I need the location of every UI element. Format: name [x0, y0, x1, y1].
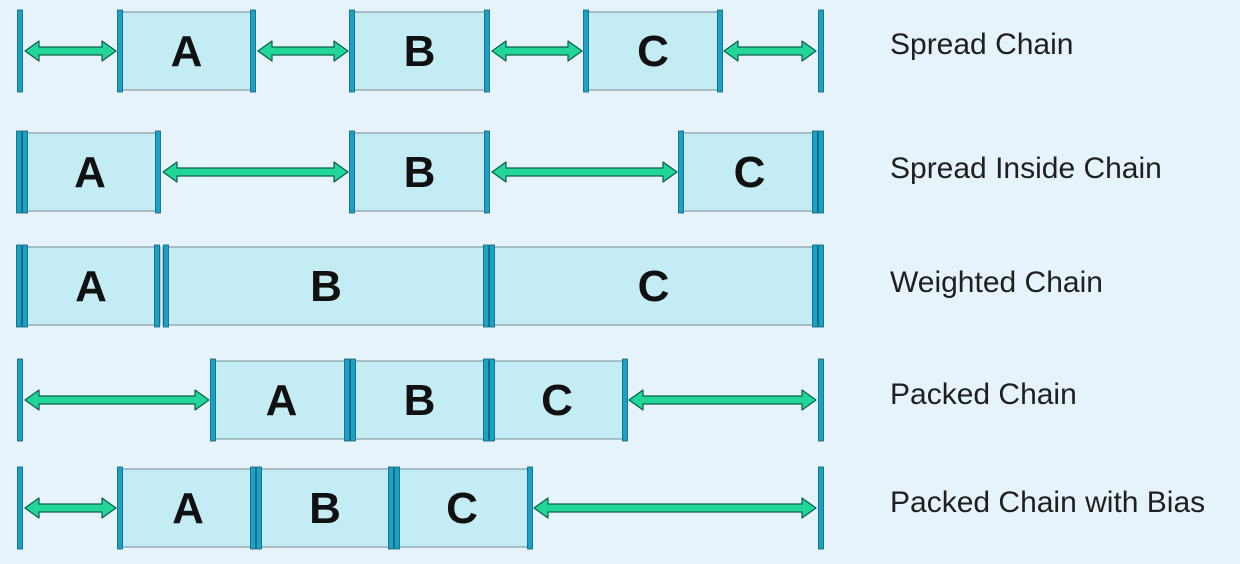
- anchor-bar-packed-0: [17, 358, 23, 442]
- widget-box-spread-a: [119, 11, 254, 91]
- anchor-bar-spread-4: [484, 9, 490, 93]
- spacing-arrow-packed-bias-0: [24, 497, 117, 519]
- row-label-packed-chain-with-bias: Packed Chain with Bias: [890, 486, 1206, 519]
- anchor-bar-weighted-6: [812, 244, 818, 328]
- anchor-bar-spread-2: [250, 9, 256, 93]
- widget-label-packed-a: A: [266, 376, 298, 425]
- widget-box-weighted-c: [488, 246, 819, 326]
- anchor-bar-packed-7: [818, 358, 824, 442]
- spacing-arrow-spread-1: [257, 40, 349, 62]
- anchor-bar-weighted-0: [16, 244, 22, 328]
- row-label-weighted-chain: Weighted Chain: [890, 266, 1103, 299]
- widget-label-spread-inside-c: C: [734, 148, 766, 197]
- row-label-spread-chain: Spread Chain: [890, 28, 1074, 61]
- widget-label-packed-b: B: [404, 376, 436, 425]
- widget-label-packed-bias-a: A: [172, 484, 204, 533]
- anchor-bar-spread-inside-0: [16, 130, 22, 214]
- anchor-bar-spread-6: [717, 9, 723, 93]
- spacing-arrow-spread-2: [491, 40, 583, 62]
- widget-box-spread-c: [585, 11, 721, 91]
- anchor-bar-packed-6: [622, 358, 628, 442]
- widget-box-spread-inside-a: [21, 132, 159, 212]
- anchor-bar-packed-2: [344, 358, 350, 442]
- anchor-bar-packed-bias-5: [394, 466, 400, 550]
- widget-label-packed-c: C: [541, 376, 573, 425]
- spacing-arrow-packed-0: [24, 389, 210, 411]
- widget-label-weighted-b: B: [310, 262, 342, 311]
- widget-box-packed-bias-c: [393, 468, 531, 548]
- anchor-bar-weighted-1: [22, 244, 28, 328]
- row-label-spread-inside-chain: Spread Inside Chain: [890, 152, 1162, 185]
- widget-box-packed-a: [212, 360, 351, 440]
- anchor-bar-spread-inside-6: [812, 130, 818, 214]
- widget-box-packed-bias-a: [119, 468, 257, 548]
- anchor-bar-spread-7: [818, 9, 824, 93]
- anchor-bar-weighted-5: [489, 244, 495, 328]
- widget-label-weighted-c: C: [638, 262, 670, 311]
- anchor-bar-spread-inside-1: [22, 130, 28, 214]
- anchor-bar-packed-bias-7: [818, 466, 824, 550]
- spacing-arrow-packed-1: [628, 389, 817, 411]
- anchor-bar-weighted-4: [483, 244, 489, 328]
- widget-label-packed-bias-c: C: [446, 484, 478, 533]
- widget-label-spread-c: C: [637, 27, 669, 76]
- widget-box-weighted-b: [162, 246, 490, 326]
- spacing-arrow-packed-bias-1: [533, 497, 817, 519]
- anchor-bar-spread-0: [17, 9, 23, 93]
- widget-label-spread-inside-b: B: [404, 148, 436, 197]
- anchor-bar-packed-bias-2: [250, 466, 256, 550]
- widget-label-spread-a: A: [171, 27, 203, 76]
- anchor-bar-spread-3: [349, 9, 355, 93]
- anchor-bar-packed-5: [489, 358, 495, 442]
- anchor-bar-weighted-3: [163, 244, 169, 328]
- anchor-bar-packed-bias-4: [388, 466, 394, 550]
- widget-box-packed-b: [349, 360, 490, 440]
- widget-box-packed-c: [488, 360, 626, 440]
- anchor-bar-packed-bias-0: [17, 466, 23, 550]
- anchor-bar-spread-inside-3: [349, 130, 355, 214]
- widget-box-spread-b: [351, 11, 488, 91]
- anchor-bar-weighted-2: [154, 244, 160, 328]
- anchor-bar-spread-inside-5: [678, 130, 684, 214]
- spacing-arrow-spread-0: [24, 40, 117, 62]
- widget-box-packed-bias-b: [255, 468, 395, 548]
- anchor-bar-packed-bias-6: [527, 466, 533, 550]
- anchor-bar-spread-inside-4: [484, 130, 490, 214]
- widget-label-spread-b: B: [404, 27, 436, 76]
- row-label-packed-chain: Packed Chain: [890, 378, 1077, 411]
- anchor-bar-packed-3: [350, 358, 356, 442]
- anchor-bar-spread-inside-7: [818, 130, 824, 214]
- widget-box-spread-inside-b: [351, 132, 488, 212]
- anchor-bar-packed-4: [483, 358, 489, 442]
- anchor-bar-spread-1: [117, 9, 123, 93]
- widget-label-weighted-a: A: [75, 262, 107, 311]
- widget-label-packed-bias-b: B: [309, 484, 341, 533]
- anchor-bar-spread-inside-2: [155, 130, 161, 214]
- widget-box-spread-inside-c: [680, 132, 819, 212]
- anchor-bar-spread-5: [583, 9, 589, 93]
- spacing-arrow-spread-inside-1: [491, 161, 678, 183]
- anchor-bar-packed-bias-3: [256, 466, 262, 550]
- anchor-bar-packed-bias-1: [117, 466, 123, 550]
- anchor-bar-weighted-7: [818, 244, 824, 328]
- widget-label-spread-inside-a: A: [74, 148, 106, 197]
- widget-box-weighted-a: [21, 246, 161, 326]
- anchor-bar-packed-1: [210, 358, 216, 442]
- spacing-arrow-spread-3: [723, 40, 817, 62]
- spacing-arrow-spread-inside-0: [162, 161, 349, 183]
